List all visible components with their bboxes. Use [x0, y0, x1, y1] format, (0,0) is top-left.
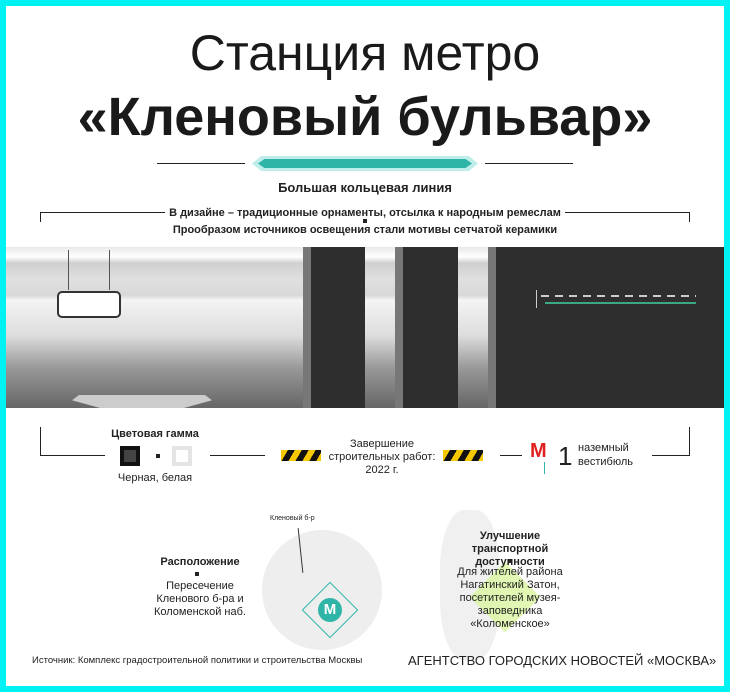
bullet — [156, 454, 160, 458]
completion-year: 2022 г. — [365, 464, 399, 476]
bracket — [689, 212, 690, 222]
source: Источник: Комплекс градостроительной пол… — [32, 655, 363, 666]
design-note-1: В дизайне – традиционные орнаменты, отсы… — [169, 207, 561, 219]
bracket — [689, 427, 690, 455]
bench — [72, 395, 212, 408]
bullet — [195, 572, 199, 576]
bracket — [652, 455, 690, 456]
wall — [488, 247, 724, 408]
divider — [500, 455, 522, 456]
transport-title: Улучшение транспортной доступности — [471, 530, 549, 568]
title-line2: «Кленовый бульвар» — [77, 87, 653, 147]
column — [395, 247, 458, 408]
track-map-line — [545, 302, 696, 304]
metro-station-icon: М — [318, 598, 342, 622]
hazard-stripe — [281, 450, 321, 461]
bracket — [565, 212, 690, 213]
map-label: Кленовый б-р — [270, 515, 315, 522]
title-line1: Станция метро — [189, 25, 541, 81]
agency: АГЕНТСТВО ГОРОДСКИХ НОВОСТЕЙ «МОСКВА» — [408, 653, 717, 668]
swatch-black — [120, 446, 140, 466]
design-note-2: Прообразом источников освещения стали мо… — [172, 224, 558, 236]
bullet — [508, 559, 512, 563]
sign-wire — [109, 250, 110, 290]
divider — [157, 163, 245, 164]
column — [303, 247, 365, 408]
bullet — [363, 219, 367, 223]
vestibule-count: 1 — [558, 441, 573, 471]
bracket — [40, 427, 41, 455]
color-value: Черная, белая — [117, 472, 193, 484]
divider — [485, 163, 573, 164]
metro-pin — [544, 462, 545, 474]
bracket — [40, 212, 41, 222]
hazard-stripe — [443, 450, 483, 461]
track-divider — [536, 290, 537, 308]
track-map — [541, 295, 696, 297]
station-sign — [57, 291, 121, 318]
location-map — [262, 530, 382, 650]
swatch-white — [172, 446, 192, 466]
divider — [210, 455, 265, 456]
metro-logo-icon: М — [530, 440, 547, 462]
color-title: Цветовая гамма — [111, 428, 199, 440]
location-text: Пересечение Кленового б-ра и Коломенской… — [153, 580, 246, 618]
metro-line-bar — [258, 159, 472, 168]
location-title: Расположение — [160, 556, 240, 568]
bracket — [40, 455, 105, 456]
bracket — [40, 212, 165, 213]
sign-wire — [68, 250, 69, 290]
transport-text: Для жителей района Нагатинский Затон, по… — [457, 566, 563, 630]
metro-line-name: Большая кольцевая линия — [278, 180, 452, 195]
vestibule-label: наземный вестибюль — [578, 442, 633, 468]
completion-label: Завершение строительных работ: — [328, 438, 436, 463]
